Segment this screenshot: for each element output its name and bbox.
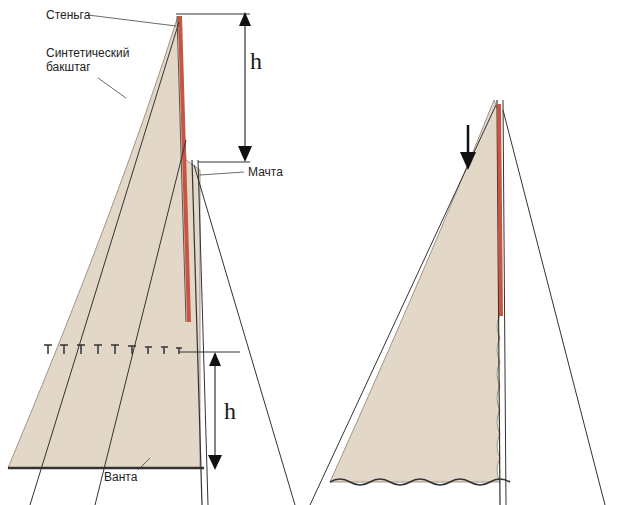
topmast bbox=[499, 104, 501, 316]
arrowhead bbox=[460, 152, 476, 170]
leader-line bbox=[88, 15, 176, 26]
mainsail bbox=[8, 16, 200, 468]
forestay bbox=[503, 110, 605, 505]
dimension-line bbox=[214, 358, 215, 462]
wavy-foot bbox=[330, 479, 510, 485]
dimension-label: h bbox=[250, 48, 262, 74]
part-name: Синтетический бакштаг bbox=[46, 46, 130, 74]
part-name: Стеньга bbox=[46, 8, 90, 22]
boom bbox=[8, 467, 204, 470]
dimension-tick bbox=[176, 14, 250, 15]
leader-line bbox=[138, 458, 150, 470]
dimension-tick bbox=[198, 162, 250, 163]
backstay bbox=[30, 22, 179, 505]
dimension-line bbox=[244, 18, 245, 155]
dimension-label: h bbox=[224, 398, 236, 424]
part-name: Ванта bbox=[104, 470, 137, 484]
lowered-sail bbox=[330, 100, 500, 482]
mast-edge bbox=[198, 160, 208, 505]
mast bbox=[497, 100, 500, 505]
arrowhead bbox=[208, 455, 222, 470]
leader-line bbox=[200, 172, 244, 175]
backstay bbox=[310, 105, 496, 505]
dimension-tick bbox=[180, 352, 240, 353]
mast-edge bbox=[503, 100, 506, 505]
part-name: Мачта bbox=[248, 165, 283, 179]
arrowhead bbox=[239, 12, 251, 26]
mast bbox=[192, 160, 202, 505]
shroud bbox=[95, 140, 186, 505]
forestay bbox=[194, 165, 295, 505]
arrowhead bbox=[238, 146, 252, 162]
mast-hoops bbox=[44, 345, 182, 354]
leader-line bbox=[98, 78, 126, 98]
arrowhead bbox=[209, 352, 221, 366]
